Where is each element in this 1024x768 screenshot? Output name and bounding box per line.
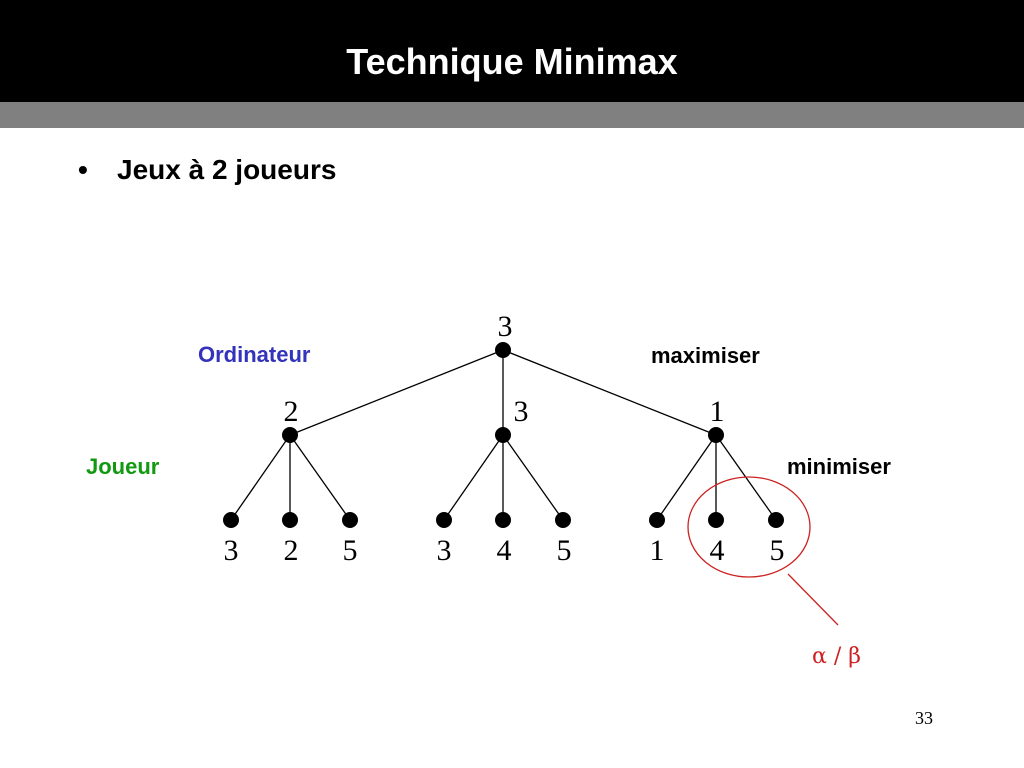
leaf-node — [555, 512, 571, 528]
edge-a-1 — [230, 434, 291, 521]
edge-root-a — [289, 349, 504, 436]
leaf-node — [708, 512, 724, 528]
node-level1-b — [495, 427, 511, 443]
leaf-node — [768, 512, 784, 528]
node-level1-a — [282, 427, 298, 443]
leaf-value: 4 — [710, 534, 725, 567]
leaf-node — [342, 512, 358, 528]
computer-role-label: Ordinateur — [198, 342, 311, 367]
leaf-node — [223, 512, 239, 528]
edge-c-1 — [656, 434, 717, 521]
leaf-value: 3 — [224, 534, 239, 567]
leaf-value: 5 — [343, 534, 358, 567]
player-role-label: Joueur — [86, 454, 160, 479]
level1-value-c: 1 — [710, 395, 725, 428]
node-root — [495, 342, 511, 358]
level1-value-a: 2 — [284, 395, 299, 428]
pruned-leaves-circle — [687, 476, 811, 578]
title-bar — [0, 0, 1024, 102]
node-level1-c — [708, 427, 724, 443]
minimize-label: minimiser — [787, 454, 891, 479]
leaf-value: 5 — [557, 534, 572, 567]
maximize-label: maximiser — [651, 343, 760, 368]
leaf-value: 5 — [770, 534, 785, 567]
page-number: 33 — [915, 708, 933, 728]
leaf-value: 4 — [497, 534, 512, 567]
edge-b-1 — [443, 434, 504, 521]
level1-value-b: 3 — [514, 395, 529, 428]
root-value: 3 — [498, 310, 513, 343]
alpha-beta-label: α / β — [812, 644, 861, 669]
edge-b-3 — [502, 434, 564, 521]
tree-nodes — [223, 342, 784, 528]
leaf-node — [436, 512, 452, 528]
leaf-value: 3 — [437, 534, 452, 567]
leaf-node — [495, 512, 511, 528]
leaf-value: 1 — [650, 534, 665, 567]
leaf-node — [649, 512, 665, 528]
leaf-value: 2 — [284, 534, 299, 567]
bullet-marker: • — [78, 154, 88, 185]
bullet-text: Jeux à 2 joueurs — [117, 154, 337, 185]
edge-root-c — [502, 349, 717, 436]
title-underband — [0, 102, 1024, 128]
annotation-pointer — [787, 573, 839, 626]
tree-edges — [230, 349, 777, 521]
leaf-node — [282, 512, 298, 528]
edge-a-3 — [289, 434, 351, 521]
slide-title: Technique Minimax — [346, 41, 678, 82]
